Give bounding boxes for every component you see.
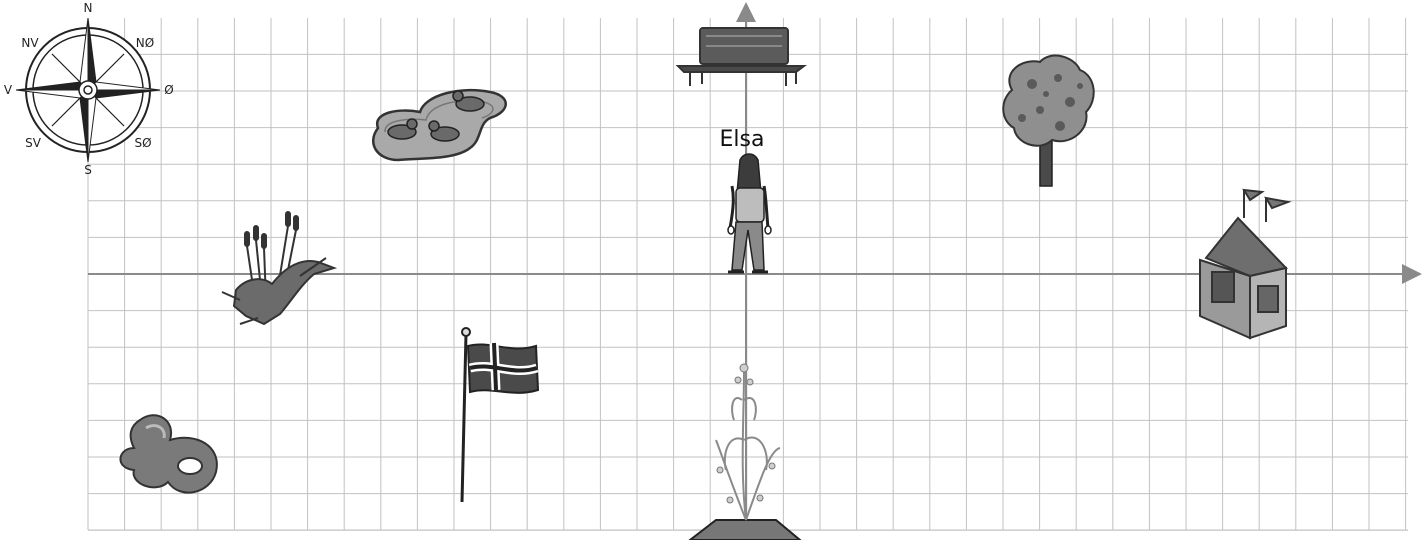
norwegian-flag-landmark <box>462 328 538 502</box>
duck-pond-landmark <box>373 90 506 160</box>
person-elsa: Elsa <box>720 127 771 272</box>
compass-southeast-label: SØ <box>134 136 151 150</box>
compass-west-label: V <box>4 83 13 97</box>
person-label: Elsa <box>720 127 765 152</box>
compass-east-label: Ø <box>164 83 173 97</box>
sculpture-landmark <box>120 415 216 492</box>
reeds-landmark <box>222 212 334 324</box>
compass-rose: N S Ø V NØ NV SØ SV <box>4 1 174 177</box>
compass-northeast-label: NØ <box>136 36 154 50</box>
compass-south-label: S <box>84 163 92 177</box>
tree-landmark <box>1003 56 1093 186</box>
bench-landmark <box>678 28 804 86</box>
house-with-flag-landmark <box>1200 190 1288 338</box>
compass-northwest-label: NV <box>21 36 39 50</box>
compass-southwest-label: SV <box>25 136 42 150</box>
compass-north-label: N <box>84 1 93 15</box>
